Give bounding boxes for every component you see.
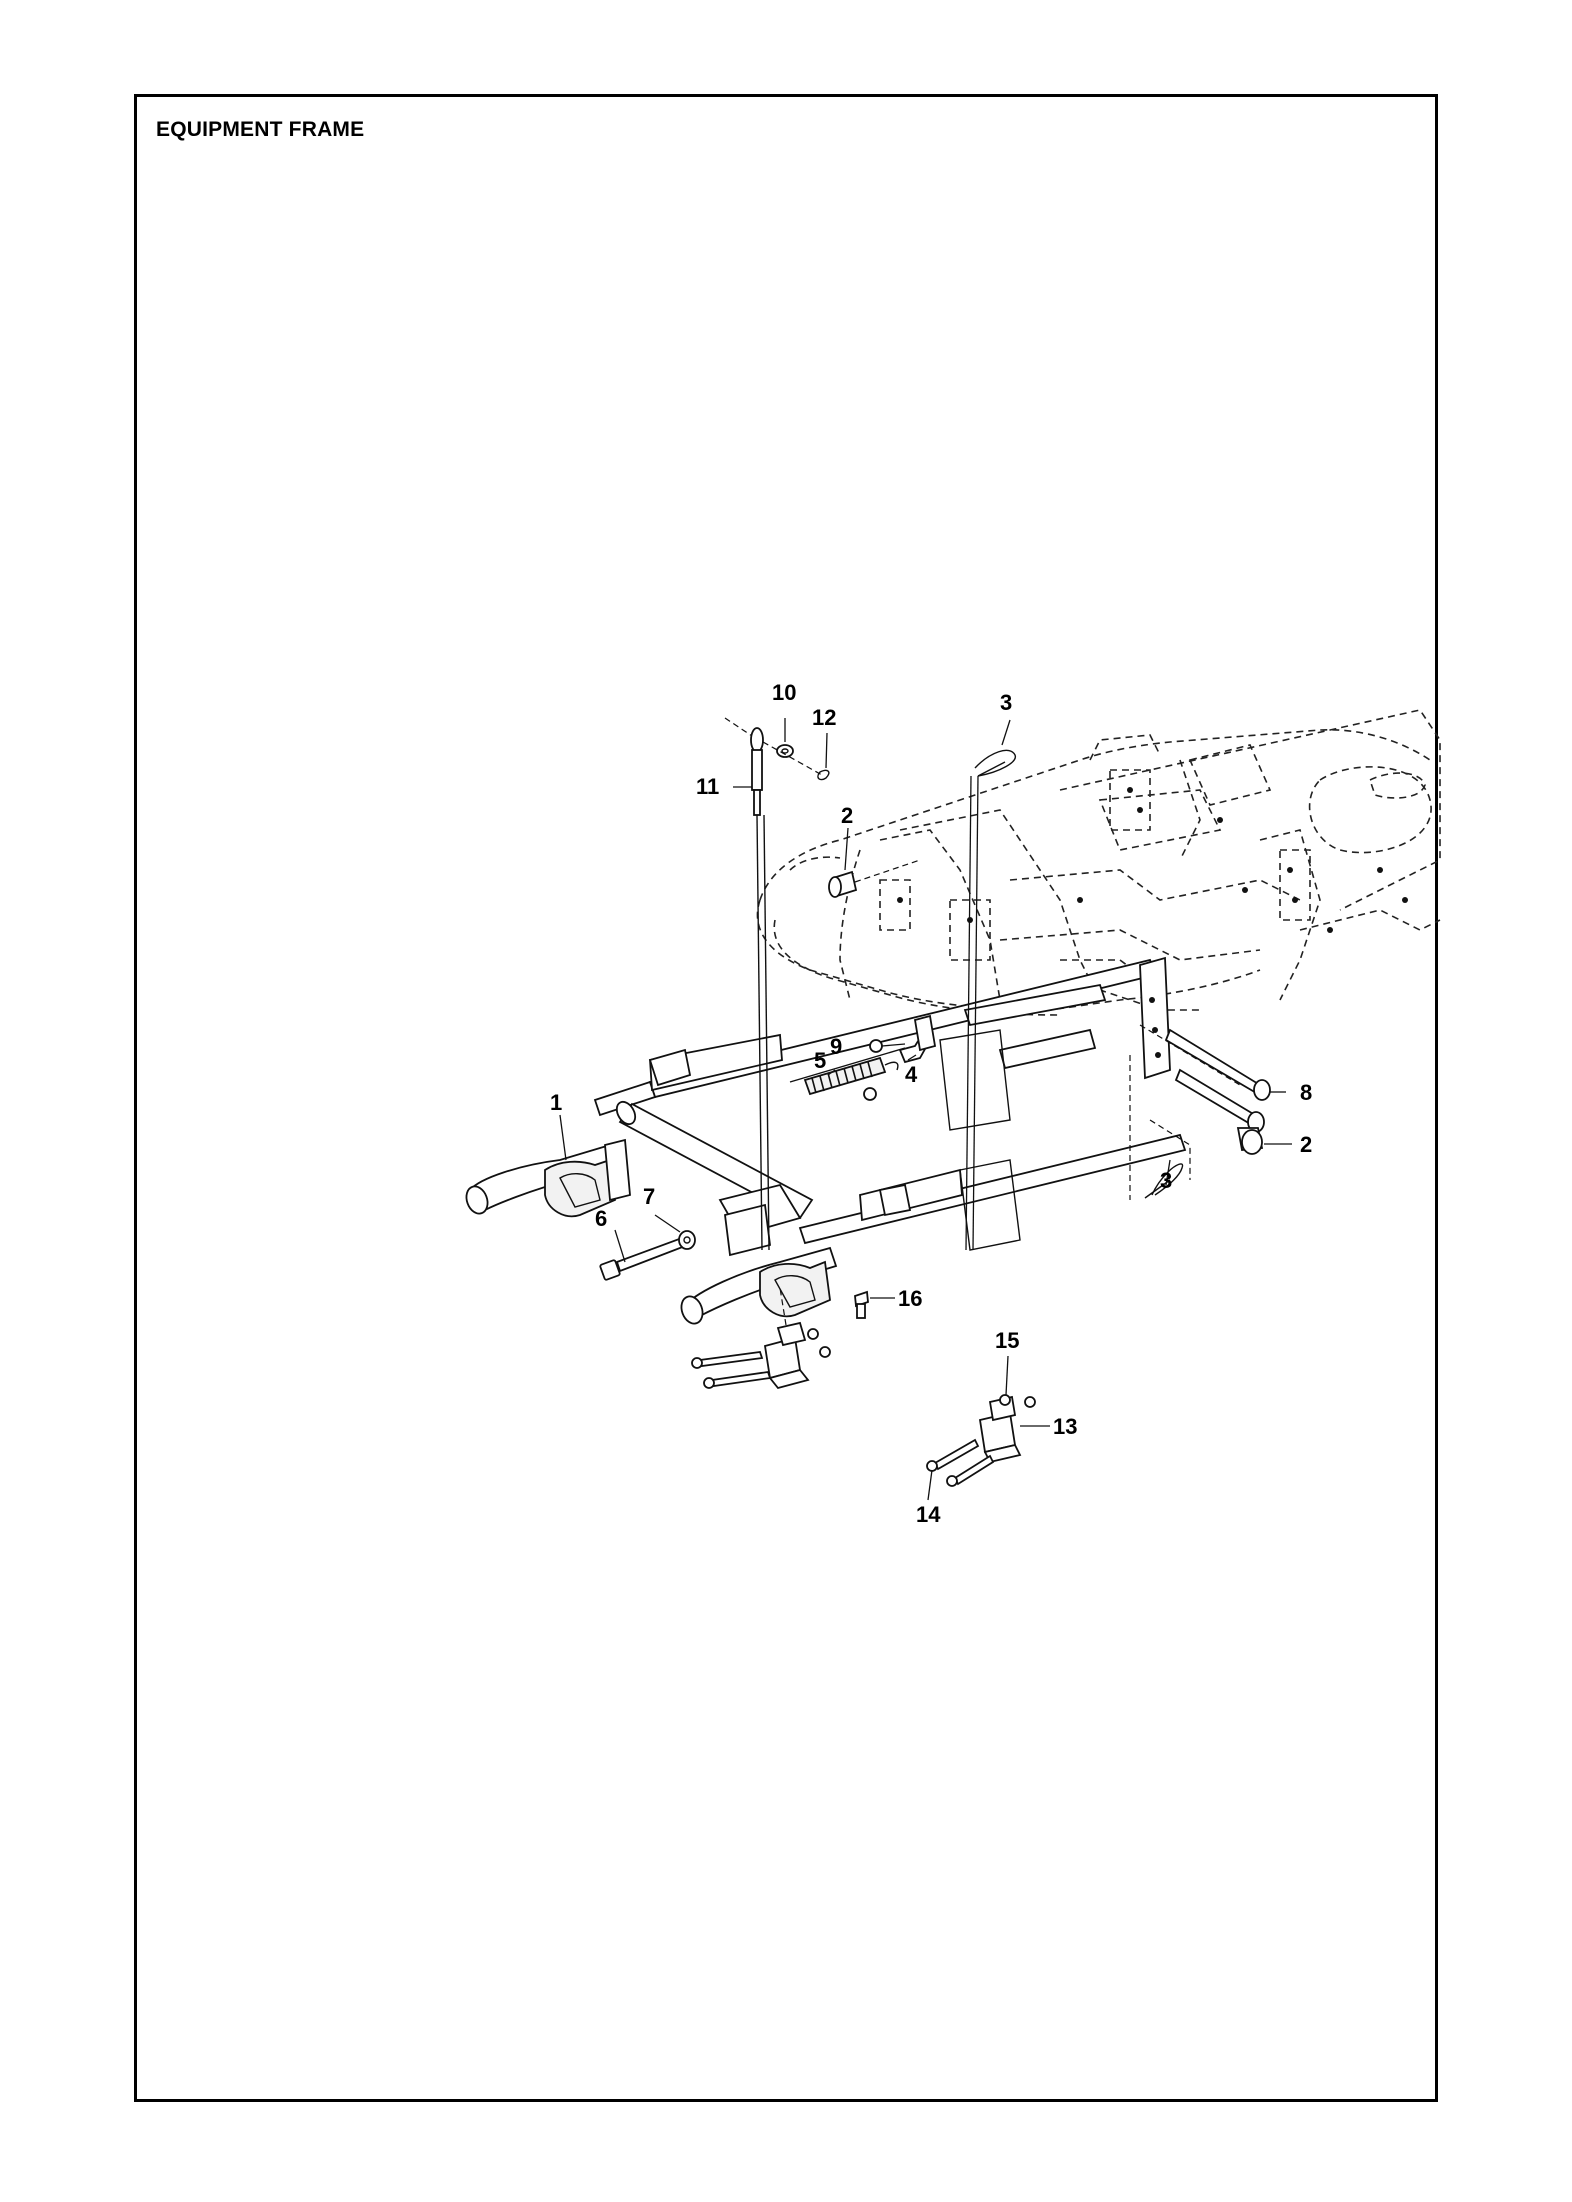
washer-part-10 — [776, 744, 794, 758]
chassis-outline-ghost — [756, 709, 1441, 1016]
callout-6: 6 — [595, 1206, 607, 1231]
callout-3-bottom: 3 — [1160, 1168, 1172, 1193]
lower-left-bracket — [691, 1287, 831, 1390]
callout-14: 14 — [916, 1502, 941, 1527]
bolt-part-14 — [926, 1438, 995, 1487]
nut-part-9 — [863, 1039, 906, 1101]
pin-part-8 — [1164, 1028, 1271, 1101]
bracket-part-13 — [978, 1395, 1050, 1464]
callout-8: 8 — [1300, 1080, 1312, 1105]
callout-1: 1 — [550, 1090, 562, 1115]
hidden-alignment-lines — [1129, 1024, 1241, 1200]
callout-13: 13 — [1053, 1414, 1077, 1439]
callout-16: 16 — [898, 1286, 922, 1311]
callout-11: 11 — [696, 774, 719, 799]
callout-3-top: 3 — [1000, 690, 1012, 715]
cable-part-11 — [724, 717, 770, 1251]
equipment-frame-part-1 — [465, 956, 1187, 1325]
callout-12: 12 — [812, 705, 836, 730]
pin-part-2-top — [828, 859, 921, 898]
bracket-part-4 — [898, 1014, 937, 1064]
callout-10: 10 — [772, 680, 796, 705]
page-title: EQUIPMENT FRAME — [156, 118, 365, 141]
callout-15: 15 — [995, 1328, 1019, 1353]
page-border — [134, 94, 1438, 2102]
hairpin-clip-part-3-top — [965, 749, 1016, 1251]
clip-part-12 — [762, 741, 830, 781]
pin-part-2-right — [1174, 1068, 1265, 1155]
callout-2-top: 2 — [841, 803, 853, 828]
screw-part-16 — [854, 1290, 895, 1319]
callout-leaders — [559, 718, 1292, 1501]
callout-7: 7 — [643, 1184, 655, 1209]
callout-4: 4 — [905, 1062, 918, 1087]
callout-9: 9 — [830, 1034, 842, 1059]
callout-labels: 1 2 2 3 3 4 5 6 7 8 9 10 11 12 13 14 15 … — [550, 680, 1312, 1527]
callout-5: 5 — [814, 1048, 826, 1073]
nut-part-15 — [999, 1394, 1036, 1408]
spring-part-5 — [789, 1047, 906, 1096]
callout-2-right: 2 — [1300, 1132, 1312, 1157]
washer-part-7 — [678, 1230, 696, 1250]
